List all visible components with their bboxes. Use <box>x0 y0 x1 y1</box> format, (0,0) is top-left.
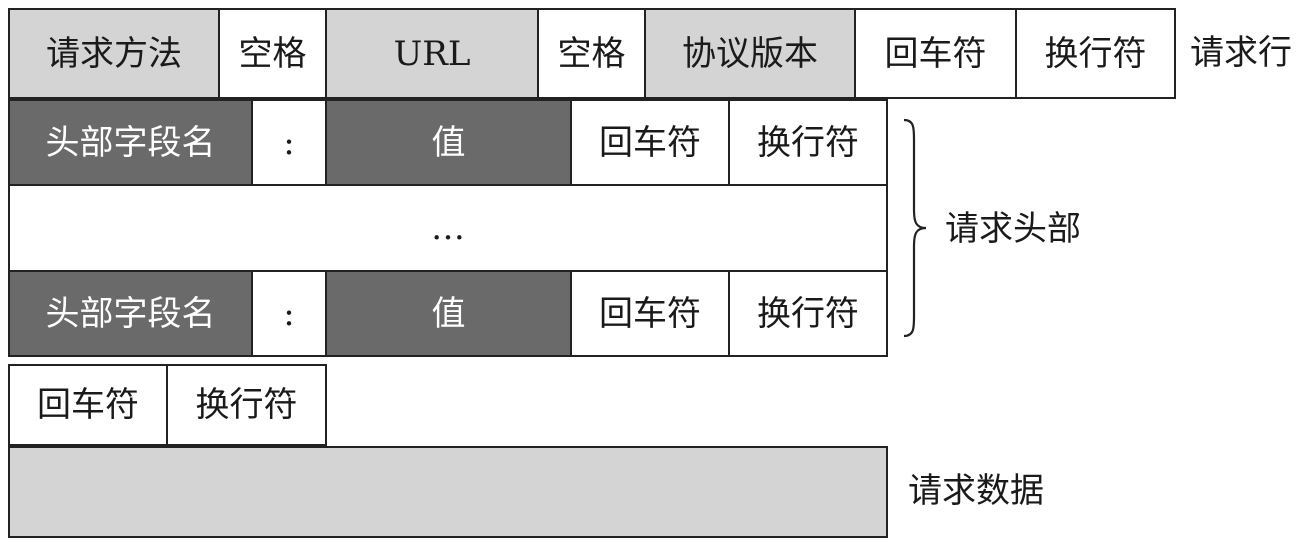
space-cell-1: 空格 <box>218 8 327 99</box>
request-line-lf-cell: 换行符 <box>1015 8 1176 99</box>
blank-line-cr-cell: 回车符 <box>8 364 168 446</box>
protocol-version-cell: 协议版本 <box>644 8 856 99</box>
request-method-cell: 请求方法 <box>8 8 220 99</box>
header-colon-text-1: : <box>283 122 295 163</box>
request-line-cr-text: 回车符 <box>884 33 987 74</box>
header-cr-text-2: 回车符 <box>599 293 701 334</box>
header-colon-text-2: : <box>283 293 295 334</box>
header-cr-cell-1: 回车符 <box>570 99 730 186</box>
header-lf-text-2: 换行符 <box>757 293 859 334</box>
request-line-lf-text: 换行符 <box>1044 33 1147 74</box>
request-body-label: 请求数据 <box>908 471 1044 511</box>
header-cr-cell-2: 回车符 <box>570 270 730 357</box>
request-method-text: 请求方法 <box>46 33 182 74</box>
header-value-text-2: 值 <box>431 293 466 334</box>
header-field-name-text-1: 头部字段名 <box>45 122 216 163</box>
blank-line-lf-text: 换行符 <box>195 385 298 425</box>
request-line-label: 请求行 <box>1190 33 1292 73</box>
space-text-2: 空格 <box>557 33 626 74</box>
header-colon-cell-2: : <box>251 270 327 357</box>
header-lf-text-1: 换行符 <box>757 122 859 163</box>
header-value-cell-2: 值 <box>325 270 572 357</box>
request-headers-label: 请求头部 <box>945 209 1081 249</box>
header-lf-cell-1: 换行符 <box>728 99 888 186</box>
header-value-text-1: 值 <box>431 122 466 163</box>
url-text: URL <box>393 33 471 74</box>
header-colon-cell-1: : <box>251 99 327 186</box>
header-field-name-cell-2: 头部字段名 <box>8 270 253 357</box>
request-line-cr-cell: 回车符 <box>854 8 1017 99</box>
space-cell-2: 空格 <box>537 8 646 99</box>
header-value-cell-1: 值 <box>325 99 572 186</box>
protocol-version-text: 协议版本 <box>682 33 818 74</box>
header-ellipsis-cell: … <box>8 184 888 272</box>
url-cell: URL <box>325 8 539 99</box>
space-text-1: 空格 <box>238 33 307 74</box>
header-field-name-text-2: 头部字段名 <box>45 293 216 334</box>
header-cr-text-1: 回车符 <box>599 122 701 163</box>
blank-line-cr-text: 回车符 <box>37 385 139 425</box>
header-field-name-cell-1: 头部字段名 <box>8 99 253 186</box>
header-ellipsis-text: … <box>431 208 465 248</box>
blank-line-lf-cell: 换行符 <box>166 364 327 446</box>
header-lf-cell-2: 换行符 <box>728 270 888 357</box>
request-body-cell <box>8 446 888 538</box>
headers-brace <box>903 118 927 338</box>
